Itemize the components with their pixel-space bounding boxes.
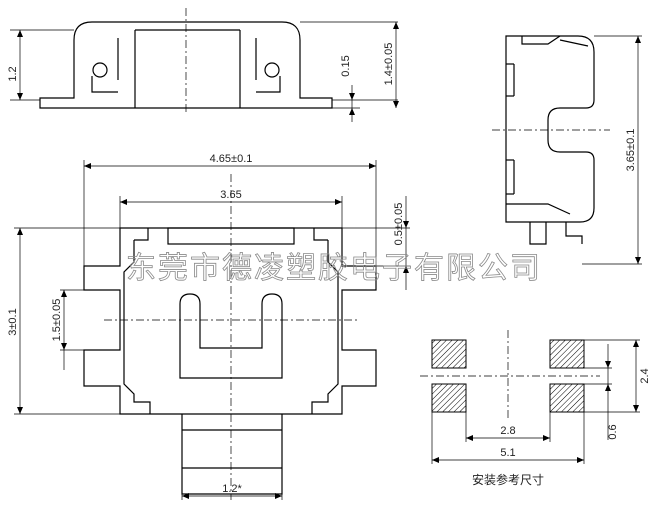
company-watermark: 东莞市德凌塑胶电子有限公司: [126, 251, 542, 286]
pad-bottom-left: [431, 383, 467, 413]
footprint-view: 2.4 0.6 2.8 5.1 安装参考尺寸: [420, 330, 651, 487]
dim-height-total: 1.4±0.05: [383, 43, 395, 86]
front-view: 4.65±0.1 3.65 3±0.1 1.5±0.05 0.5±0.05 1.…: [7, 153, 410, 500]
dim-side-width: 3.65±0.1: [625, 129, 637, 172]
dim-pin-height: 1.5±0.05: [51, 299, 63, 342]
top-view: 1.2 0.15 1.4±0.05: [7, 8, 399, 122]
pad-top-left: [431, 339, 467, 369]
dim-pad-spacing-inner: 2.8: [500, 425, 515, 437]
side-view: 3.65±0.1: [492, 35, 642, 265]
dim-pad-height: 0.6: [607, 424, 619, 439]
dim-pad-spacing-outer: 5.1: [500, 447, 515, 459]
dim-height: 3±0.1: [7, 308, 19, 335]
dim-actuator-width: 1.2*: [222, 483, 242, 495]
pad-bottom-right: [549, 383, 585, 413]
dim-body-width: 3.65: [220, 189, 241, 201]
pad-top-right: [549, 339, 585, 369]
dim-lead-thickness: 0.15: [340, 55, 352, 76]
dim-height-body: 1.2: [7, 66, 19, 81]
dim-tab-height: 0.5±0.05: [393, 203, 405, 246]
dim-pad-pitch: 2.4: [639, 368, 651, 383]
dim-overall-width: 4.65±0.1: [210, 153, 253, 165]
footprint-caption: 安装参考尺寸: [472, 472, 544, 487]
